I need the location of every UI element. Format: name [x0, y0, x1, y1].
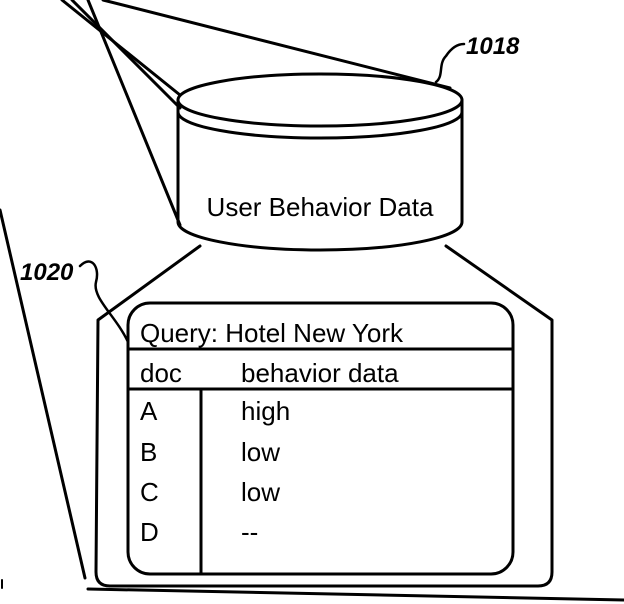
cylinder-top — [176, 72, 464, 128]
database-cylinder: User Behavior Data — [176, 72, 464, 252]
ref-1020: 1020 — [20, 259, 74, 286]
table-frame — [126, 301, 515, 576]
behavior-table: Query: Hotel New York doc behavior data … — [126, 301, 515, 576]
cylinder-top-rim — [176, 110, 464, 140]
header-behavior: behavior data — [241, 358, 399, 388]
row-doc: D — [140, 517, 159, 547]
cylinder-body — [176, 98, 464, 252]
connector-line-2 — [70, 0, 182, 110]
outer-bottom-line — [86, 587, 624, 602]
outer-left-line — [0, 208, 87, 580]
ref-1018-group: 1018 — [434, 33, 520, 84]
table-title: Query: Hotel New York — [140, 318, 404, 348]
row-behavior: -- — [241, 517, 258, 547]
row-behavior: high — [241, 396, 290, 426]
ref-1020-group: 1020 — [20, 259, 130, 344]
ref-1020-leader — [78, 260, 130, 344]
row-behavior: low — [241, 437, 280, 467]
header-doc: doc — [140, 358, 182, 388]
row-doc: B — [140, 437, 157, 467]
row-behavior: low — [241, 477, 280, 507]
ref-1018-leader — [434, 42, 466, 84]
connector-line-3 — [86, 0, 182, 227]
row-doc: C — [140, 477, 159, 507]
connector-line-4 — [101, 0, 452, 90]
database-title: User Behavior Data — [207, 192, 434, 222]
ref-1018: 1018 — [466, 33, 520, 60]
outer-container — [94, 244, 554, 588]
row-doc: A — [140, 396, 158, 426]
